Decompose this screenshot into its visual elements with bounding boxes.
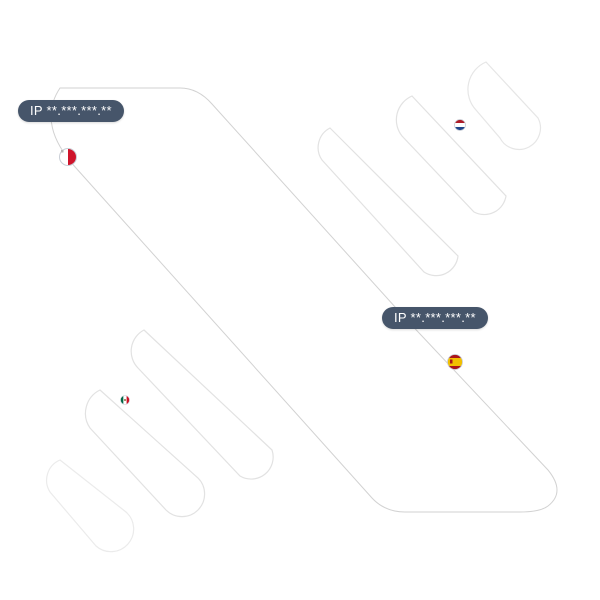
ip-badge-spain: IP **.***.***.** <box>382 307 488 329</box>
connection-route-line <box>50 87 558 513</box>
decorative-capsule-center <box>317 127 459 277</box>
mexico-flag-icon <box>120 395 130 405</box>
netherlands-flag-icon <box>454 119 466 131</box>
spain-flag-icon <box>447 354 463 370</box>
decorative-capsule-lower-left <box>84 389 206 518</box>
decorative-capsule-bottom-left <box>46 459 135 553</box>
malta-flag-icon <box>59 148 77 166</box>
decorative-capsule-lower-middle <box>130 329 274 480</box>
decorative-capsule-top-right <box>395 95 507 216</box>
ip-badge-spain-text: IP **.***.***.** <box>394 310 476 325</box>
decorative-capsule-top-right-far <box>467 61 542 151</box>
ip-badge-malta-text: IP **.***.***.** <box>30 103 112 118</box>
ip-badge-malta: IP **.***.***.** <box>18 100 124 122</box>
